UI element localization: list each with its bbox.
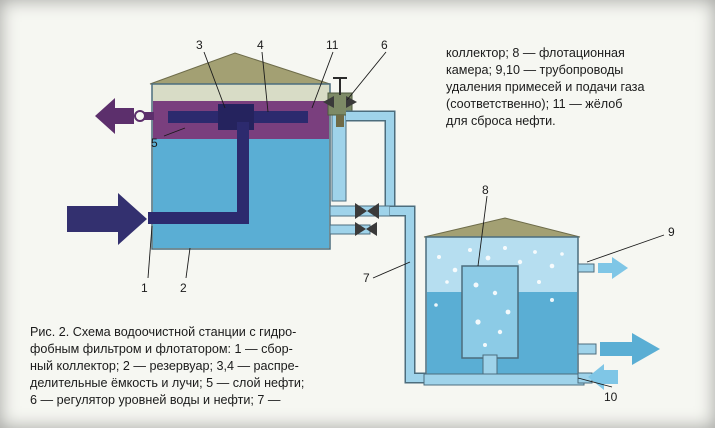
callout-5: 5 xyxy=(151,136,158,150)
regulator-pipe xyxy=(346,110,396,208)
distribution-rays xyxy=(168,104,308,130)
legend-top: коллектор; 8 — флотационная камера; 9,10… xyxy=(446,45,702,130)
caption-line: фобным фильтром и флотатором: 1 — сбор- xyxy=(30,342,293,356)
impurity-outlet-pipe xyxy=(577,263,595,273)
callout-1: 1 xyxy=(141,281,148,295)
reservoir-roof xyxy=(149,52,331,85)
legend-top-line: (соответственно); 11 — жёлоб xyxy=(446,97,623,111)
clean-water-pipe xyxy=(577,343,597,355)
flotation-roof xyxy=(423,217,581,238)
figure-caption: Рис. 2. Схема водоочистной станции с гид… xyxy=(30,324,360,409)
gas-inlet-arrow xyxy=(588,364,618,390)
legend-top-line: для сброса нефти. xyxy=(446,114,556,128)
reservoir-outlet-pipes xyxy=(329,203,391,236)
callout-3: 3 xyxy=(196,38,203,52)
caption-line: Рис. 2. Схема водоочистной станции с гид… xyxy=(30,325,297,339)
callout-10: 10 xyxy=(604,390,618,404)
callout-8: 8 xyxy=(482,183,489,197)
callout-7: 7 xyxy=(363,271,370,285)
impurity-outlet-arrow xyxy=(598,257,628,279)
inlet-arrow xyxy=(67,193,147,245)
reservoir-air-gap xyxy=(153,85,329,101)
oil-outlet-valve xyxy=(134,110,146,122)
clean-water-arrow xyxy=(600,333,660,365)
level-regulator xyxy=(323,77,357,202)
caption-line: ный коллектор; 2 — резервуар; 3,4 — расп… xyxy=(30,359,299,373)
callout-6: 6 xyxy=(381,38,388,52)
callout-2: 2 xyxy=(180,281,187,295)
callout-11: 11 xyxy=(326,38,339,52)
callout-9: 9 xyxy=(668,225,675,239)
callout-4: 4 xyxy=(257,38,264,52)
legend-top-line: камера; 9,10 — трубопроводы xyxy=(446,63,624,77)
flotation-tank xyxy=(423,217,585,386)
gas-bubbles xyxy=(434,246,564,347)
callouts xyxy=(147,51,665,388)
collector-pipe xyxy=(148,122,249,224)
legend-top-line: удаления примесей и подачи газа xyxy=(446,80,645,94)
caption-line: 6 — регулятор уровней воды и нефти; 7 — xyxy=(30,393,281,407)
caption-line: делительные ёмкость и лучи; 5 — слой неф… xyxy=(30,376,305,390)
oil-outlet-arrow xyxy=(95,98,134,134)
legend-top-line: коллектор; 8 — флотационная xyxy=(446,46,625,60)
